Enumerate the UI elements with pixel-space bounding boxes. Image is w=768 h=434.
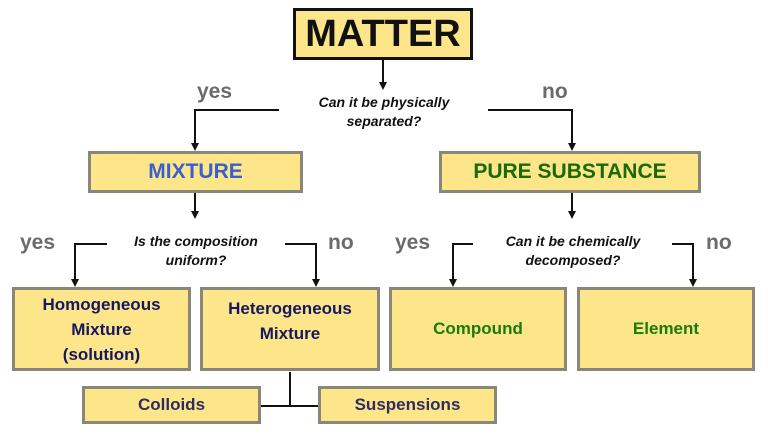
question-line: Can it be physically xyxy=(318,94,450,110)
mixture-label: MIXTURE xyxy=(148,160,243,183)
homogeneous-line: Mixture xyxy=(71,319,132,339)
arrow-mixture-down xyxy=(191,211,199,219)
arrow-to-mixture xyxy=(191,143,199,151)
homogeneous-line: Homogeneous xyxy=(42,294,161,314)
connector-no-to-element xyxy=(672,243,694,280)
arrow-matter-down xyxy=(379,82,387,90)
question-chemically-decomposed: Can it be chemically decomposed? xyxy=(474,232,672,270)
question-line: decomposed? xyxy=(525,252,621,268)
matter-node: MATTER xyxy=(293,8,473,60)
arrow-to-element xyxy=(689,279,697,287)
question-line: uniform? xyxy=(165,252,227,268)
mixture-node: MIXTURE xyxy=(88,151,303,193)
question-physically-separated: Can it be physically separated? xyxy=(295,93,473,131)
answer-yes-label: yes xyxy=(197,80,233,103)
arrow-to-compound xyxy=(449,279,457,287)
arrow-to-heterogeneous xyxy=(312,279,320,287)
suspensions-label: Suspensions xyxy=(354,395,461,414)
arrow-to-pure xyxy=(568,143,576,151)
answer-yes-label: yes xyxy=(395,231,431,254)
pure-substance-label: PURE SUBSTANCE xyxy=(473,160,667,183)
element-label: Element xyxy=(632,319,700,338)
compound-node: Compound xyxy=(389,287,567,371)
question-line: Is the composition xyxy=(134,233,258,249)
heterogeneous-mixture-node: Heterogeneous Mixture xyxy=(200,287,380,371)
element-node: Element xyxy=(577,287,755,371)
colloids-node: Colloids xyxy=(82,386,261,424)
pure-substance-node: PURE SUBSTANCE xyxy=(439,151,701,193)
connector-yes-to-compound xyxy=(452,243,473,280)
question-line: Can it be chemically xyxy=(505,233,641,249)
answer-yes-label: yes xyxy=(20,231,56,254)
compound-label: Compound xyxy=(433,319,523,338)
connector-yes-to-mixture xyxy=(194,109,279,144)
heterogeneous-line: Heterogeneous xyxy=(228,299,352,318)
answer-no-label: no xyxy=(542,80,568,103)
answer-no-label: no xyxy=(706,231,732,254)
colloids-label: Colloids xyxy=(137,395,206,414)
homogeneous-mixture-node: Homogeneous Mixture (solution) xyxy=(12,287,191,371)
matter-label: MATTER xyxy=(305,12,461,55)
connector-yes-to-homogeneous xyxy=(74,243,107,280)
suspensions-node: Suspensions xyxy=(318,386,497,424)
connector-no-to-heterogeneous xyxy=(285,243,317,280)
arrow-pure-down xyxy=(568,211,576,219)
arrow-to-homogeneous xyxy=(71,279,79,287)
connector-no-to-pure xyxy=(488,109,573,144)
homogeneous-line: (solution) xyxy=(62,344,141,364)
question-composition-uniform: Is the composition uniform? xyxy=(108,232,284,270)
question-line: separated? xyxy=(346,113,422,129)
heterogeneous-line: Mixture xyxy=(259,324,321,343)
answer-no-label: no xyxy=(328,231,354,254)
